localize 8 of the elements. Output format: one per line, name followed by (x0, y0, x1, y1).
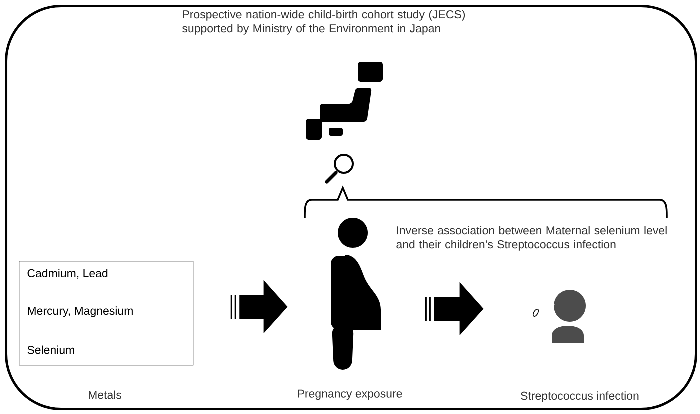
note-text: Inverse association between Maternal selenium level and their children’s Streptococcus infection (396, 226, 667, 251)
child-drawing (532, 290, 586, 343)
list-box: Cadmium, Lead Mercury, Magnesium Selenium (19, 261, 194, 366)
heading-text: Prospective nation-wide child-birth cohort study (JECS) supported by Ministry of the Environment in Japan (182, 10, 466, 35)
caption-text: Pregnancy exposure (298, 390, 402, 400)
caption-text: Streptococcus infection (521, 392, 639, 402)
pregnant-woman-drawing (331, 218, 381, 370)
caption-text: Metals (89, 390, 122, 400)
